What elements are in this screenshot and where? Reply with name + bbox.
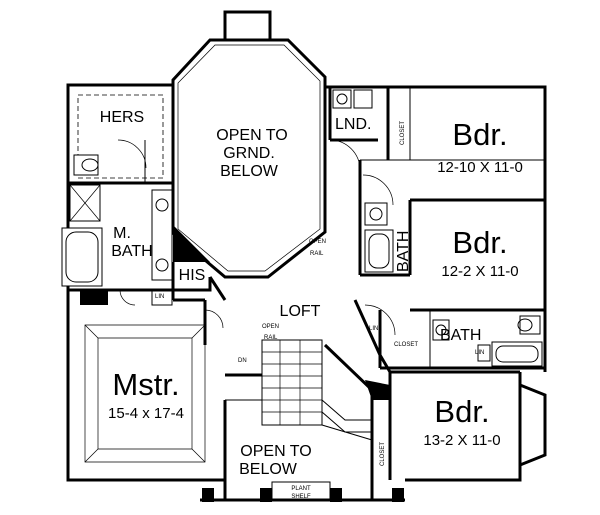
chimney <box>223 10 272 42</box>
mbath-label-2: BATH <box>111 243 152 260</box>
open-below-label-1: OPEN TO <box>240 443 311 460</box>
plant-shelf-note-1: PLANT <box>291 486 311 492</box>
toilet-lower <box>519 315 541 335</box>
open-grnd-label-2: GRND. <box>223 145 275 162</box>
lin-note-3: LIN <box>155 294 164 300</box>
mstr-name: Mstr. <box>112 367 179 402</box>
bdr3-wall <box>405 372 522 482</box>
plant-shelf <box>271 481 331 501</box>
mbath-label-1: M. <box>113 225 131 242</box>
closet-note-1: CLOSET <box>400 121 406 145</box>
bdr1-name: Bdr. <box>452 117 507 152</box>
loft-label: LOFT <box>280 303 321 320</box>
open-rail-note-1a: OPEN <box>309 239 326 245</box>
hers-dashed <box>77 94 164 179</box>
plant-shelf-note-2: SHELF <box>291 494 311 500</box>
fp-note: F.P. <box>85 296 95 302</box>
lin-note-2: LIN <box>475 350 484 356</box>
closet-note-2: CLOSET <box>394 342 418 348</box>
closet-note-3: CLOSET <box>380 442 386 466</box>
toilet-mbath <box>73 154 99 176</box>
fireplace <box>80 290 108 305</box>
open-below-label-2: BELOW <box>239 461 298 478</box>
loft-diagonal-wall <box>267 231 326 278</box>
sink-lower <box>432 319 450 341</box>
right-wing-wall <box>325 85 547 372</box>
lnd-label: LND. <box>335 116 371 133</box>
open-rail-note-2a: OPEN <box>262 324 279 330</box>
his-label: HIS <box>179 267 206 284</box>
tub-mid <box>364 229 394 273</box>
stair <box>261 339 323 426</box>
lin-note-1: LIN <box>369 326 378 332</box>
bath-lower-label: BATH <box>440 327 481 344</box>
bdr2-name: Bdr. <box>452 225 507 260</box>
vanity-mid <box>364 202 388 226</box>
hers-label: HERS <box>100 109 144 126</box>
open-rail-note-1b: RAIL <box>310 251 324 257</box>
octagon-void-inner <box>177 44 321 272</box>
bdr2-size: 12-2 X 11-0 <box>441 263 518 280</box>
bdr1-size: 12-10 X 11-0 <box>437 159 523 176</box>
mstr-size: 15-4 x 17-4 <box>108 405 184 422</box>
vanity-mbath <box>151 189 173 281</box>
master-wall <box>66 290 227 482</box>
bath-mid-label: BATH <box>395 231 412 272</box>
bdr3-name: Bdr. <box>434 394 489 429</box>
open-rail-note-2b: RAIL <box>264 335 278 341</box>
dn-note: DN <box>238 358 247 364</box>
laundry-machine <box>332 89 352 109</box>
open-grnd-label-1: OPEN TO <box>216 127 287 144</box>
open-grnd-label-3: BELOW <box>220 163 279 180</box>
bay-window <box>519 383 547 467</box>
bdr3-size: 13-2 X 11-0 <box>423 432 500 449</box>
tub-mbath <box>61 227 103 287</box>
